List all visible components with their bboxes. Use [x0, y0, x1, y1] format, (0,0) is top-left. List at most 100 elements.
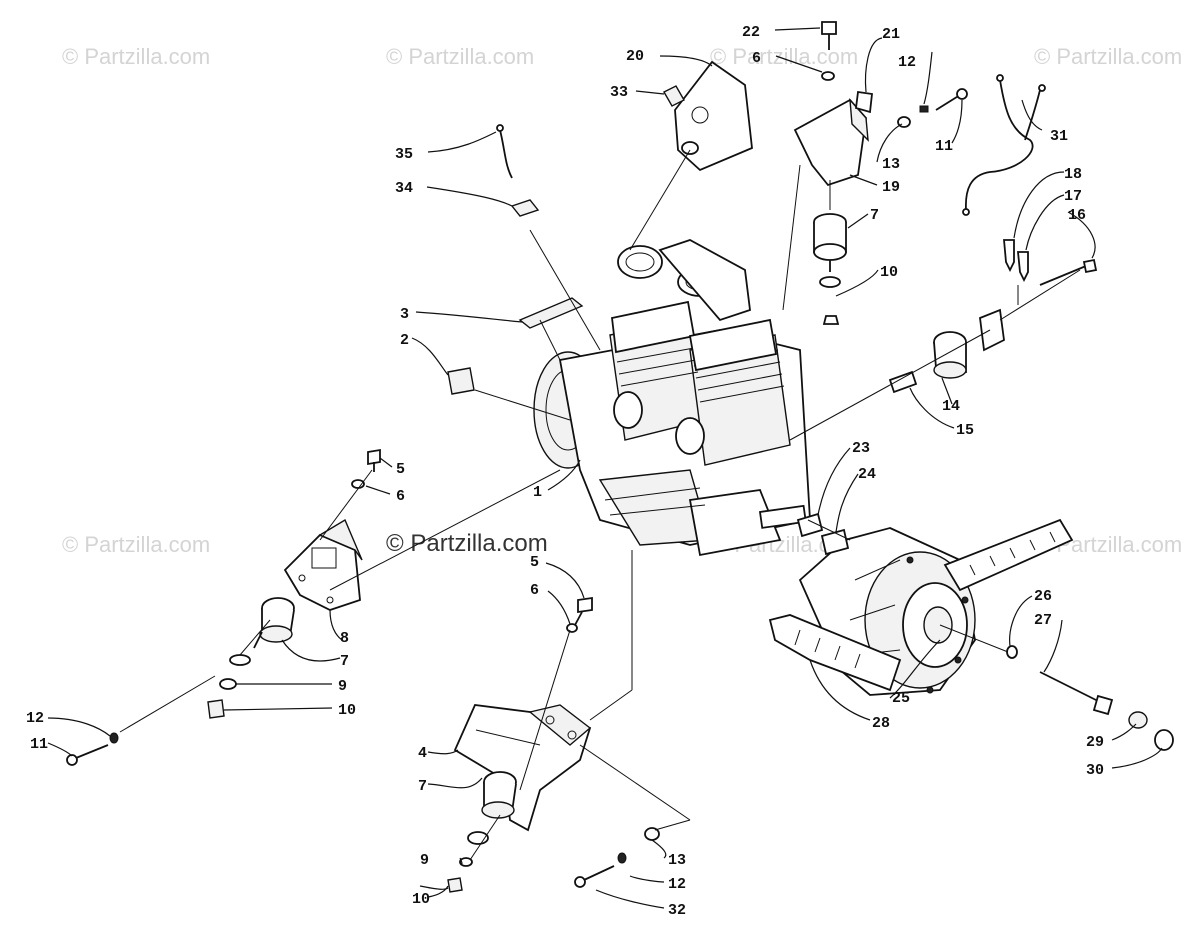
callout-10: 10 [880, 264, 898, 281]
watermark: © Partzilla.com [62, 532, 211, 557]
rubber-mount-7-left [253, 597, 295, 649]
callout-31: 31 [1050, 128, 1068, 145]
callout-21: 21 [882, 26, 900, 43]
bolt-5 [367, 448, 381, 466]
drive-belt [943, 518, 1074, 592]
terminal-18 [1003, 239, 1015, 273]
callout-12: 12 [668, 876, 686, 893]
exhaust-manifold [658, 239, 751, 322]
callout-4: 4 [418, 745, 427, 762]
bolt-22 [821, 21, 837, 35]
bolt-16 [1039, 265, 1087, 286]
callout-2: 2 [400, 332, 409, 349]
callout-9: 9 [338, 678, 347, 695]
nut-10 [207, 699, 225, 719]
callout-33: 33 [610, 84, 628, 101]
callout-5: 5 [530, 554, 539, 571]
callout-6: 6 [396, 488, 405, 505]
washer-6 [351, 479, 365, 489]
bolt-11 [935, 94, 961, 111]
nut-10 [447, 877, 463, 893]
callouts: 22 21 12 6 20 33 11 35 13 19 31 18 17 16… [26, 24, 1104, 919]
washer-9 [459, 857, 473, 867]
clip-34 [510, 199, 540, 217]
callout-7: 7 [340, 653, 349, 670]
terminal-17 [1017, 251, 1029, 283]
washer-26 [1006, 645, 1018, 659]
rubber-mount-7-top [813, 213, 847, 272]
callout-3: 3 [400, 306, 409, 323]
washer-29 [1128, 711, 1148, 729]
nut-33 [663, 85, 685, 107]
mount-bracket-8 [283, 518, 363, 611]
bushing-14 [933, 331, 967, 379]
watermark: © Partzilla.com [62, 44, 211, 69]
assembly-lines [239, 149, 1081, 861]
mount-bracket-4 [453, 704, 592, 832]
spacer-15 [888, 370, 918, 394]
watermark: © Partzilla.com [710, 44, 859, 69]
callout-18: 18 [1064, 166, 1082, 183]
lockwasher-12 [617, 852, 627, 864]
callout-14: 14 [942, 398, 960, 415]
callout-35: 35 [395, 146, 413, 163]
spacer-21 [855, 90, 873, 114]
callout-11: 11 [935, 138, 953, 155]
watermark: © Partzilla.com [386, 44, 535, 69]
mount-axis [119, 675, 216, 733]
pad-3 [518, 297, 584, 329]
callout-6: 6 [530, 582, 539, 599]
callout-1: 1 [533, 484, 542, 501]
engine-assembly [533, 239, 811, 557]
callout-29: 29 [1086, 734, 1104, 751]
cap-30 [1154, 729, 1174, 751]
harness-31 [965, 79, 1034, 211]
callout-12: 12 [898, 54, 916, 71]
lockwasher-12 [109, 732, 119, 744]
callout-15: 15 [956, 422, 974, 439]
washer-6 [566, 623, 578, 633]
bolt-11 [75, 744, 109, 759]
callout-28: 28 [872, 715, 890, 732]
callout-7: 7 [418, 778, 427, 795]
callout-8: 8 [340, 630, 349, 647]
callout-26: 26 [1034, 588, 1052, 605]
callout-25: 25 [892, 690, 910, 707]
callout-6: 6 [752, 50, 761, 67]
callout-23: 23 [852, 440, 870, 457]
washer-9 [219, 678, 237, 690]
callout-20: 20 [626, 48, 644, 65]
callout-19: 19 [882, 179, 900, 196]
washer [229, 654, 251, 666]
callout-30: 30 [1086, 762, 1104, 779]
watermark: © Partzilla.com [1034, 44, 1183, 69]
callout-27: 27 [1034, 612, 1052, 629]
lockwasher-12 [919, 105, 929, 113]
cylinder-head-right [688, 318, 778, 372]
callout-9: 9 [420, 852, 429, 869]
callout-12: 12 [26, 710, 44, 727]
watermark-center: © Partzilla.com [386, 530, 548, 557]
callout-17: 17 [1064, 188, 1082, 205]
callout-22: 22 [742, 24, 760, 41]
callout-10: 10 [412, 891, 430, 908]
callout-24: 24 [858, 466, 876, 483]
spacer-23 [796, 512, 824, 538]
bolt-32 [583, 865, 615, 881]
wire-35 [499, 129, 513, 179]
washer-10 [819, 276, 841, 288]
callout-5: 5 [396, 461, 405, 478]
callout-11: 11 [30, 736, 48, 753]
callout-13: 13 [882, 156, 900, 173]
callout-34: 34 [395, 180, 413, 197]
bolt-5 [577, 596, 593, 614]
callout-16: 16 [1068, 207, 1086, 224]
belt-28 [768, 614, 902, 692]
callout-13: 13 [668, 852, 686, 869]
nut-10 [822, 315, 840, 325]
crankshaft-stub [758, 504, 807, 529]
leader-lines [47, 27, 1163, 909]
plug-wire-loop [617, 245, 663, 279]
callout-10: 10 [338, 702, 356, 719]
